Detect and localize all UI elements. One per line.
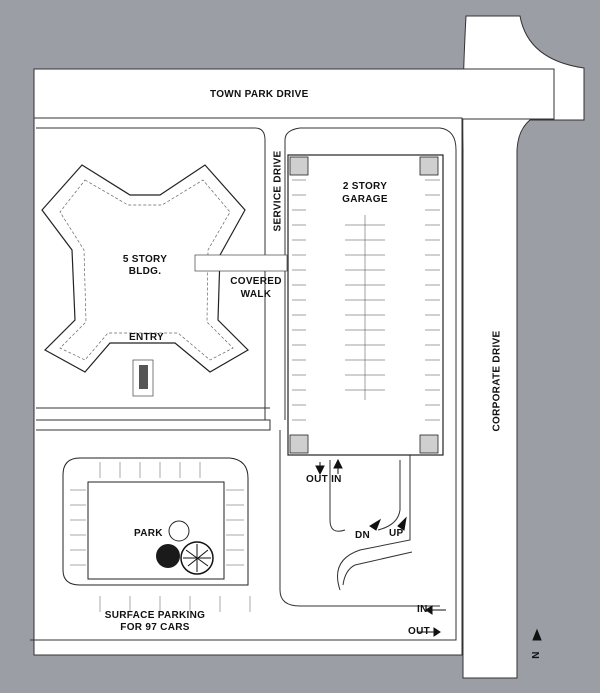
garage-label-line1: 2 STORY [342, 181, 388, 192]
building-label-line1: 5 STORY [122, 254, 168, 265]
park-trees [156, 520, 214, 575]
out-in-label: OUT IN [306, 474, 342, 485]
park-label: PARK [134, 528, 163, 539]
corporate-drive-label: CORPORATE DRIVE [491, 330, 503, 432]
garage-label-line2: GARAGE [342, 194, 388, 205]
building-label-line2: BLDG. [128, 266, 162, 277]
drive-lines [30, 127, 457, 641]
in-label: IN [417, 604, 428, 615]
traffic-arrows [315, 458, 542, 641]
north-label: N [530, 651, 542, 659]
covered-walk-label-line2: WALK [240, 289, 272, 300]
down-ramp-label: DN [355, 530, 371, 541]
parking-garage [287, 154, 444, 456]
surface-parking-label-line1: SURFACE PARKING [104, 610, 206, 621]
covered-walk-label-line1: COVERED [230, 276, 282, 287]
entry-label: ENTRY [129, 332, 165, 343]
up-ramp-label: UP [389, 528, 404, 539]
office-building [41, 164, 288, 397]
service-drive-label: SERVICE DRIVE [272, 150, 284, 232]
out-label: OUT [408, 626, 431, 637]
surface-parking-label-line2: FOR 97 CARS [120, 622, 190, 633]
town-park-drive-label: TOWN PARK DRIVE [210, 89, 309, 100]
